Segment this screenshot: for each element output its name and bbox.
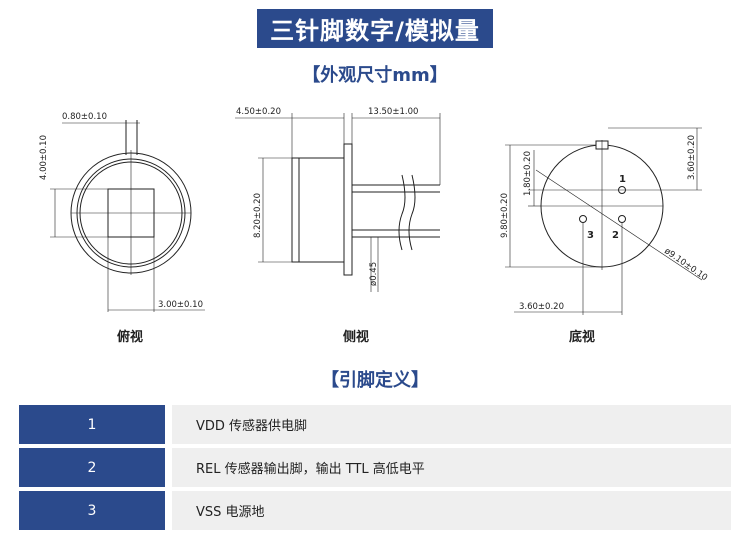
pin-2-label: 2 bbox=[612, 230, 619, 241]
page-title: 三针脚数字/模拟量 bbox=[257, 9, 493, 48]
dimensions-section-title: 【外观尺寸mm】 bbox=[302, 65, 448, 86]
top-view-drawing bbox=[50, 120, 205, 312]
pin-row: 3 VSS 电源地 bbox=[19, 491, 731, 530]
bottom-outer-height-dim: 9.80±0.20 bbox=[500, 193, 510, 238]
pin-number: 3 bbox=[19, 491, 165, 530]
bottom-diameter-dim: ø9.10±0.10 bbox=[662, 246, 709, 283]
bottom-pin-offset-horizontal-dim: 3.60±0.20 bbox=[519, 302, 564, 312]
side-pin-length-dim: 13.50±1.00 bbox=[368, 107, 418, 117]
pin-definition-table: 1 VDD 传感器供电脚 2 REL 传感器输出脚，输出 TTL 高低电平 3 … bbox=[19, 405, 731, 534]
side-pin-diameter-dim: ø0.45 bbox=[369, 262, 379, 286]
side-view-drawing bbox=[235, 113, 441, 292]
pin-1-label: 1 bbox=[619, 174, 626, 185]
pin-number: 2 bbox=[19, 448, 165, 487]
top-width-top-dim: 0.80±0.10 bbox=[62, 112, 107, 122]
pin-number: 1 bbox=[19, 405, 165, 444]
pin-3-label: 3 bbox=[587, 230, 594, 241]
bottom-view-label: 底视 bbox=[569, 329, 595, 345]
bottom-view-drawing bbox=[505, 127, 703, 315]
bottom-pin-offset-right-dim: 3.60±0.20 bbox=[687, 135, 697, 180]
top-height-left-dim: 4.00±0.10 bbox=[39, 135, 49, 180]
pin-description: REL 传感器输出脚，输出 TTL 高低电平 bbox=[172, 448, 731, 487]
side-view-label: 侧视 bbox=[343, 329, 369, 345]
dimension-drawings: 0.80±0.10 4.00±0.10 3.00±0.10 4.50±0.20 … bbox=[39, 107, 709, 345]
top-width-bottom-dim: 3.00±0.10 bbox=[158, 300, 203, 310]
pin-description: VSS 电源地 bbox=[172, 491, 731, 530]
side-body-length-dim: 4.50±0.20 bbox=[236, 107, 281, 117]
side-height-dim: 8.20±0.20 bbox=[253, 193, 263, 238]
pin-row: 2 REL 传感器输出脚，输出 TTL 高低电平 bbox=[19, 448, 731, 487]
pin-definition-section-title: 【引脚定义】 bbox=[321, 370, 429, 391]
bottom-pin-offset-vertical-dim: 1.80±0.20 bbox=[523, 151, 533, 196]
pin-description: VDD 传感器供电脚 bbox=[172, 405, 731, 444]
pin-row: 1 VDD 传感器供电脚 bbox=[19, 405, 731, 444]
top-view-label: 俯视 bbox=[117, 329, 143, 345]
